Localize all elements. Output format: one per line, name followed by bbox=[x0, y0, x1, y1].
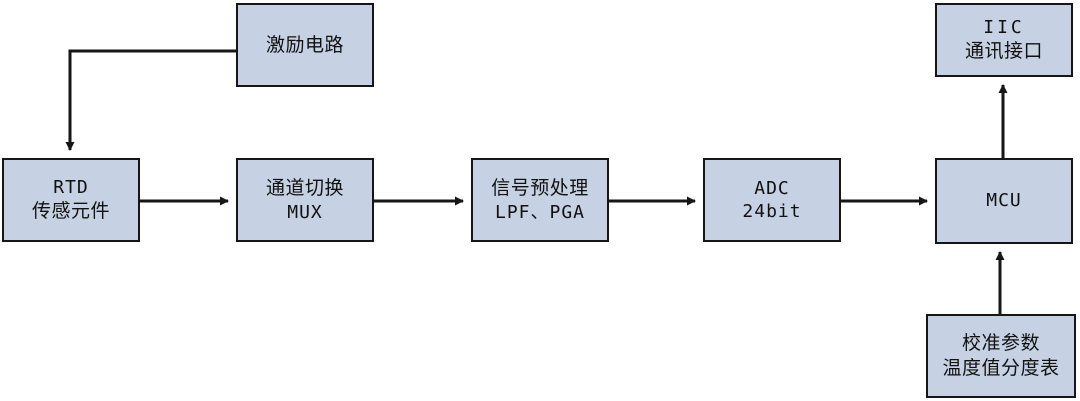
block-mcu-line1: MCU bbox=[986, 190, 1022, 212]
block-iic-interface[interactable]: IIC 通讯接口 bbox=[935, 3, 1073, 77]
block-signal-preprocessing-line1: 信号预处理 bbox=[491, 176, 589, 199]
block-signal-preprocessing-line2: LPF、PGA bbox=[494, 201, 586, 223]
block-iic-interface-line1: IIC bbox=[983, 16, 1025, 38]
block-adc-line2: 24bit bbox=[742, 201, 802, 222]
block-excitation-circuit[interactable]: 激励电路 bbox=[236, 3, 374, 87]
block-calibration-parameters-line1: 校准参数 bbox=[961, 332, 1040, 355]
connector-excitation-to-rtd bbox=[65, 49, 236, 151]
block-rtd-sensor-line2: 传感元件 bbox=[31, 200, 110, 223]
block-calibration-parameters[interactable]: 校准参数 温度值分度表 bbox=[926, 314, 1076, 398]
block-channel-mux-line1: 通道切换 bbox=[265, 176, 344, 199]
block-channel-mux[interactable]: 通道切换 MUX bbox=[236, 158, 374, 242]
block-channel-mux-line2: MUX bbox=[287, 201, 323, 223]
block-rtd-sensor[interactable]: RTD 传感元件 bbox=[2, 158, 140, 242]
block-adc[interactable]: ADC 24bit bbox=[703, 158, 841, 242]
block-calibration-parameters-line2: 温度值分度表 bbox=[942, 357, 1060, 379]
block-rtd-sensor-line1: RTD bbox=[53, 176, 89, 198]
block-mcu[interactable]: MCU bbox=[935, 158, 1073, 244]
block-adc-line1: ADC bbox=[754, 177, 790, 199]
block-iic-interface-line2: 通讯接口 bbox=[964, 40, 1043, 63]
block-excitation-circuit-line1: 激励电路 bbox=[265, 33, 344, 56]
block-signal-preprocessing[interactable]: 信号预处理 LPF、PGA bbox=[471, 158, 609, 242]
